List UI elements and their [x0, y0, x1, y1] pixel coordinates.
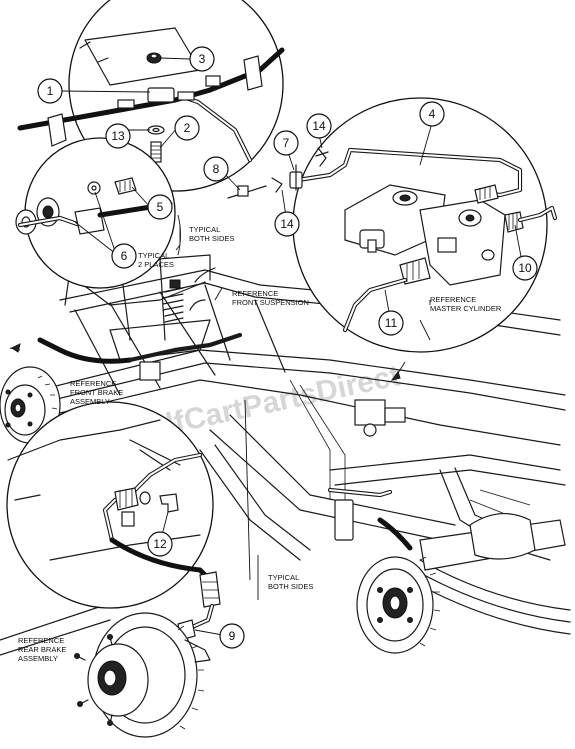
- callout-2: 2: [174, 115, 200, 141]
- callout-10: 10: [512, 255, 538, 281]
- detail-circle-fitting: [15, 137, 176, 289]
- callout-3: 3: [189, 46, 215, 72]
- svg-text:1: 1: [47, 84, 54, 98]
- callout-12: 12: [147, 531, 173, 557]
- svg-text:13: 13: [111, 129, 125, 143]
- detail-circle-master-cylinder: [271, 97, 558, 353]
- svg-text:7: 7: [283, 136, 290, 150]
- callout-14a: 14: [306, 113, 332, 139]
- front-brake-line: [127, 332, 243, 363]
- callout-6: 6: [111, 243, 137, 269]
- detail-circle-rear-hose: [6, 401, 214, 609]
- callout-5: 5: [147, 194, 173, 220]
- rear-brake-assembly-right: [356, 556, 441, 654]
- svg-text:11: 11: [385, 316, 398, 330]
- svg-text:14: 14: [280, 217, 294, 231]
- svg-text:10: 10: [518, 261, 532, 275]
- callout-1: 1: [37, 78, 63, 104]
- callout-8: 8: [203, 156, 229, 182]
- callout-13: 13: [105, 123, 131, 149]
- front-brake-assembly: [0, 366, 61, 444]
- callout-14b: 14: [274, 211, 300, 237]
- pin-8: [227, 185, 267, 199]
- svg-text:14: 14: [312, 119, 326, 133]
- svg-text:5: 5: [157, 200, 164, 214]
- callout-4: 4: [419, 101, 445, 127]
- svg-text:4: 4: [429, 107, 436, 121]
- front-brake-hose-left: [37, 337, 133, 364]
- rear-brake-assembly-left: [74, 612, 211, 738]
- rear-brake-hose-right: [377, 517, 413, 551]
- svg-text:8: 8: [213, 162, 220, 176]
- callout-11: 11: [378, 310, 404, 336]
- rear-brake-hose-9: [109, 537, 213, 583]
- svg-text:9: 9: [229, 629, 236, 643]
- svg-text:2: 2: [184, 121, 191, 135]
- callout-7: 7: [273, 130, 299, 156]
- svg-text:3: 3: [199, 52, 206, 66]
- svg-text:6: 6: [121, 249, 128, 263]
- callout-9: 9: [219, 623, 245, 649]
- svg-text:12: 12: [153, 537, 167, 551]
